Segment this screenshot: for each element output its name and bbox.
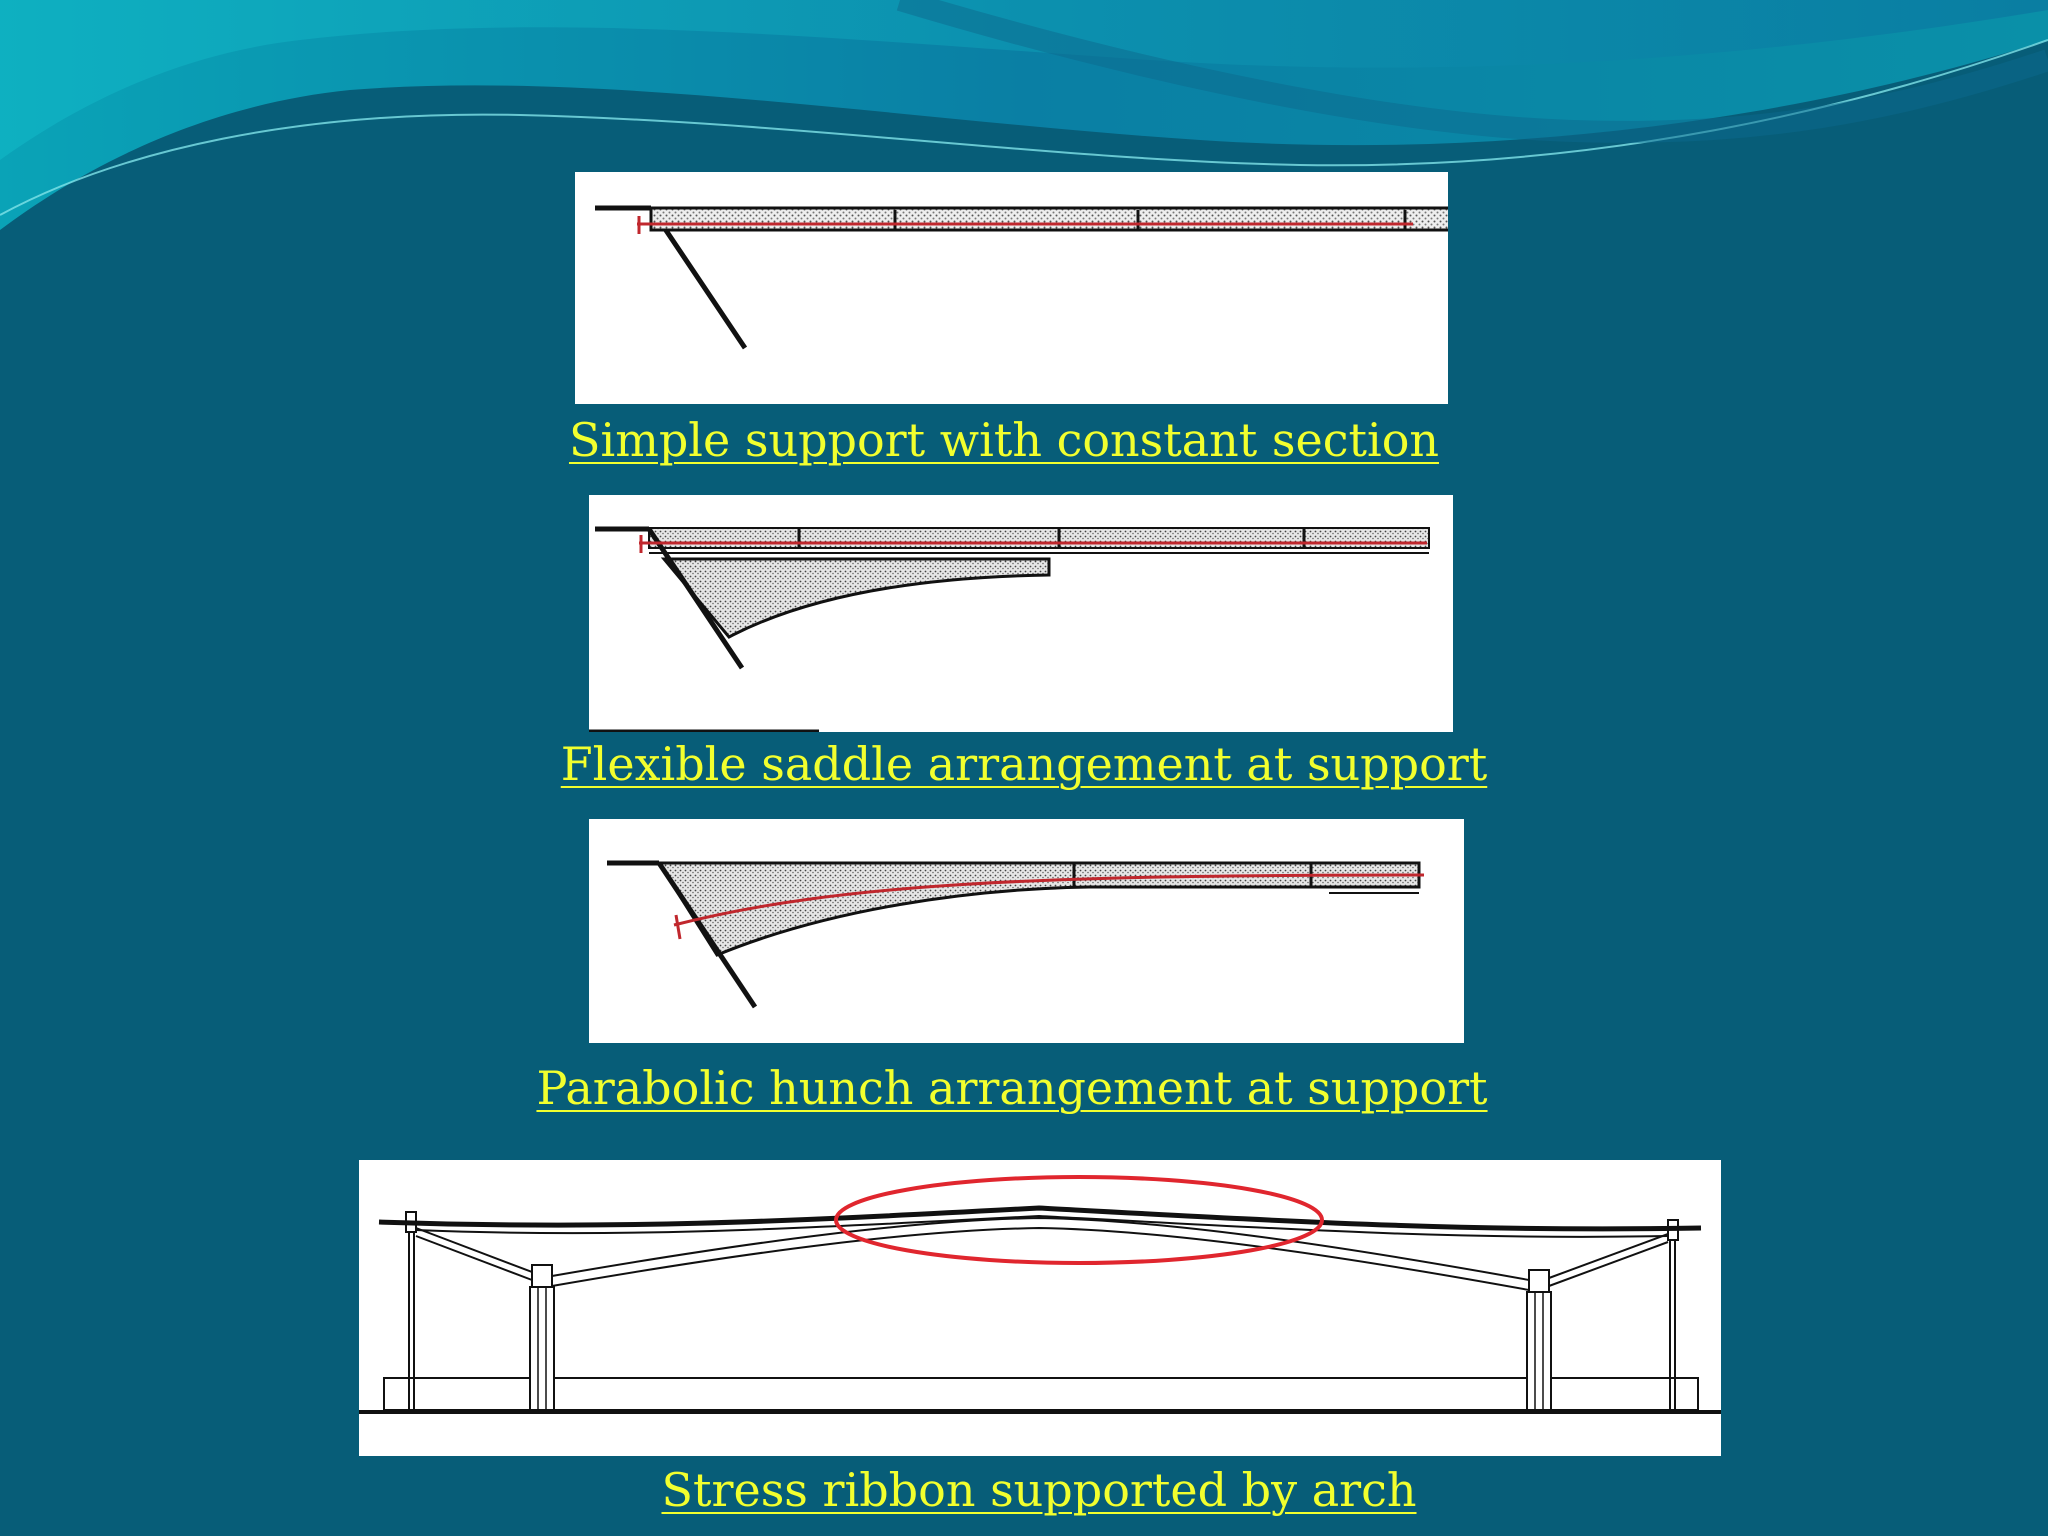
diagram-flexible-saddle bbox=[589, 495, 1453, 732]
header-wave-decoration bbox=[0, 0, 2048, 230]
caption-flexible-saddle: Flexible saddle arrangement at support bbox=[560, 737, 1488, 791]
diagram-parabolic-hunch bbox=[589, 819, 1464, 1043]
caption-stress-ribbon-arch: Stress ribbon supported by arch bbox=[661, 1463, 1417, 1517]
diagram-stress-ribbon-arch bbox=[359, 1160, 1721, 1456]
caption-simple-support: Simple support with constant section bbox=[568, 413, 1440, 467]
diagram-simple-support bbox=[575, 172, 1448, 404]
caption-parabolic-hunch: Parabolic hunch arrangement at support bbox=[536, 1061, 1488, 1115]
